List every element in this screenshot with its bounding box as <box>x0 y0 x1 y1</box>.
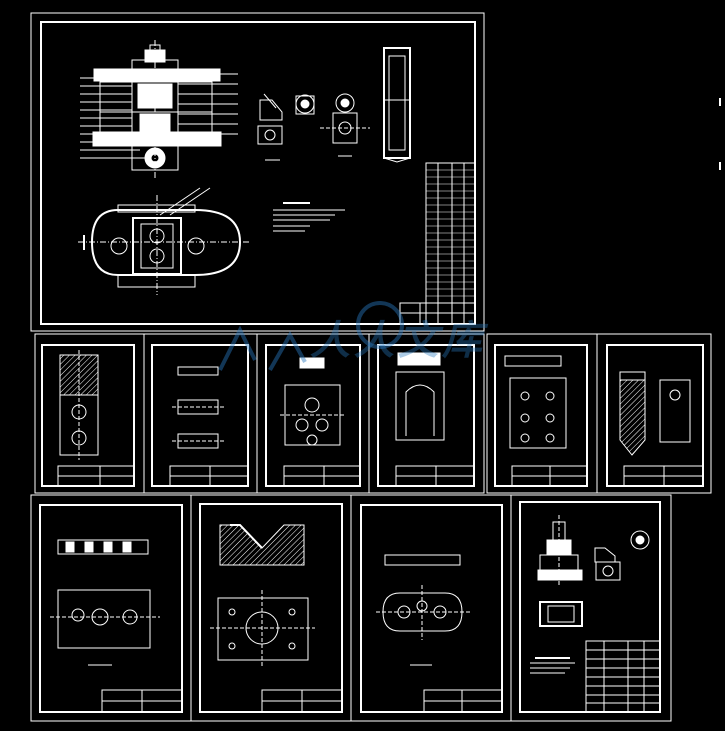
sheet-part-8 <box>190 494 352 722</box>
detail-view-column <box>383 47 411 163</box>
parts-list-table <box>399 162 476 325</box>
sheet-part-3 <box>256 333 370 494</box>
sheet-part-1 <box>34 333 145 494</box>
sheet-part-6 <box>596 333 712 494</box>
assembly-drawing-sheet <box>30 12 485 332</box>
assembly-top-view <box>78 187 250 295</box>
technical-notes <box>273 202 345 232</box>
sheet-part-5 <box>486 333 598 494</box>
sheet-part-9 <box>350 494 512 722</box>
detail-view-clamp <box>320 93 370 157</box>
sheet-part-7 <box>30 494 192 722</box>
sheet-part-4 <box>368 333 485 494</box>
sheet-part-2 <box>143 333 258 494</box>
detail-view-bracket <box>257 93 315 161</box>
watermark-logo <box>218 301 404 371</box>
sheet-part-10 <box>510 494 672 722</box>
assembly-front-view <box>80 40 238 178</box>
